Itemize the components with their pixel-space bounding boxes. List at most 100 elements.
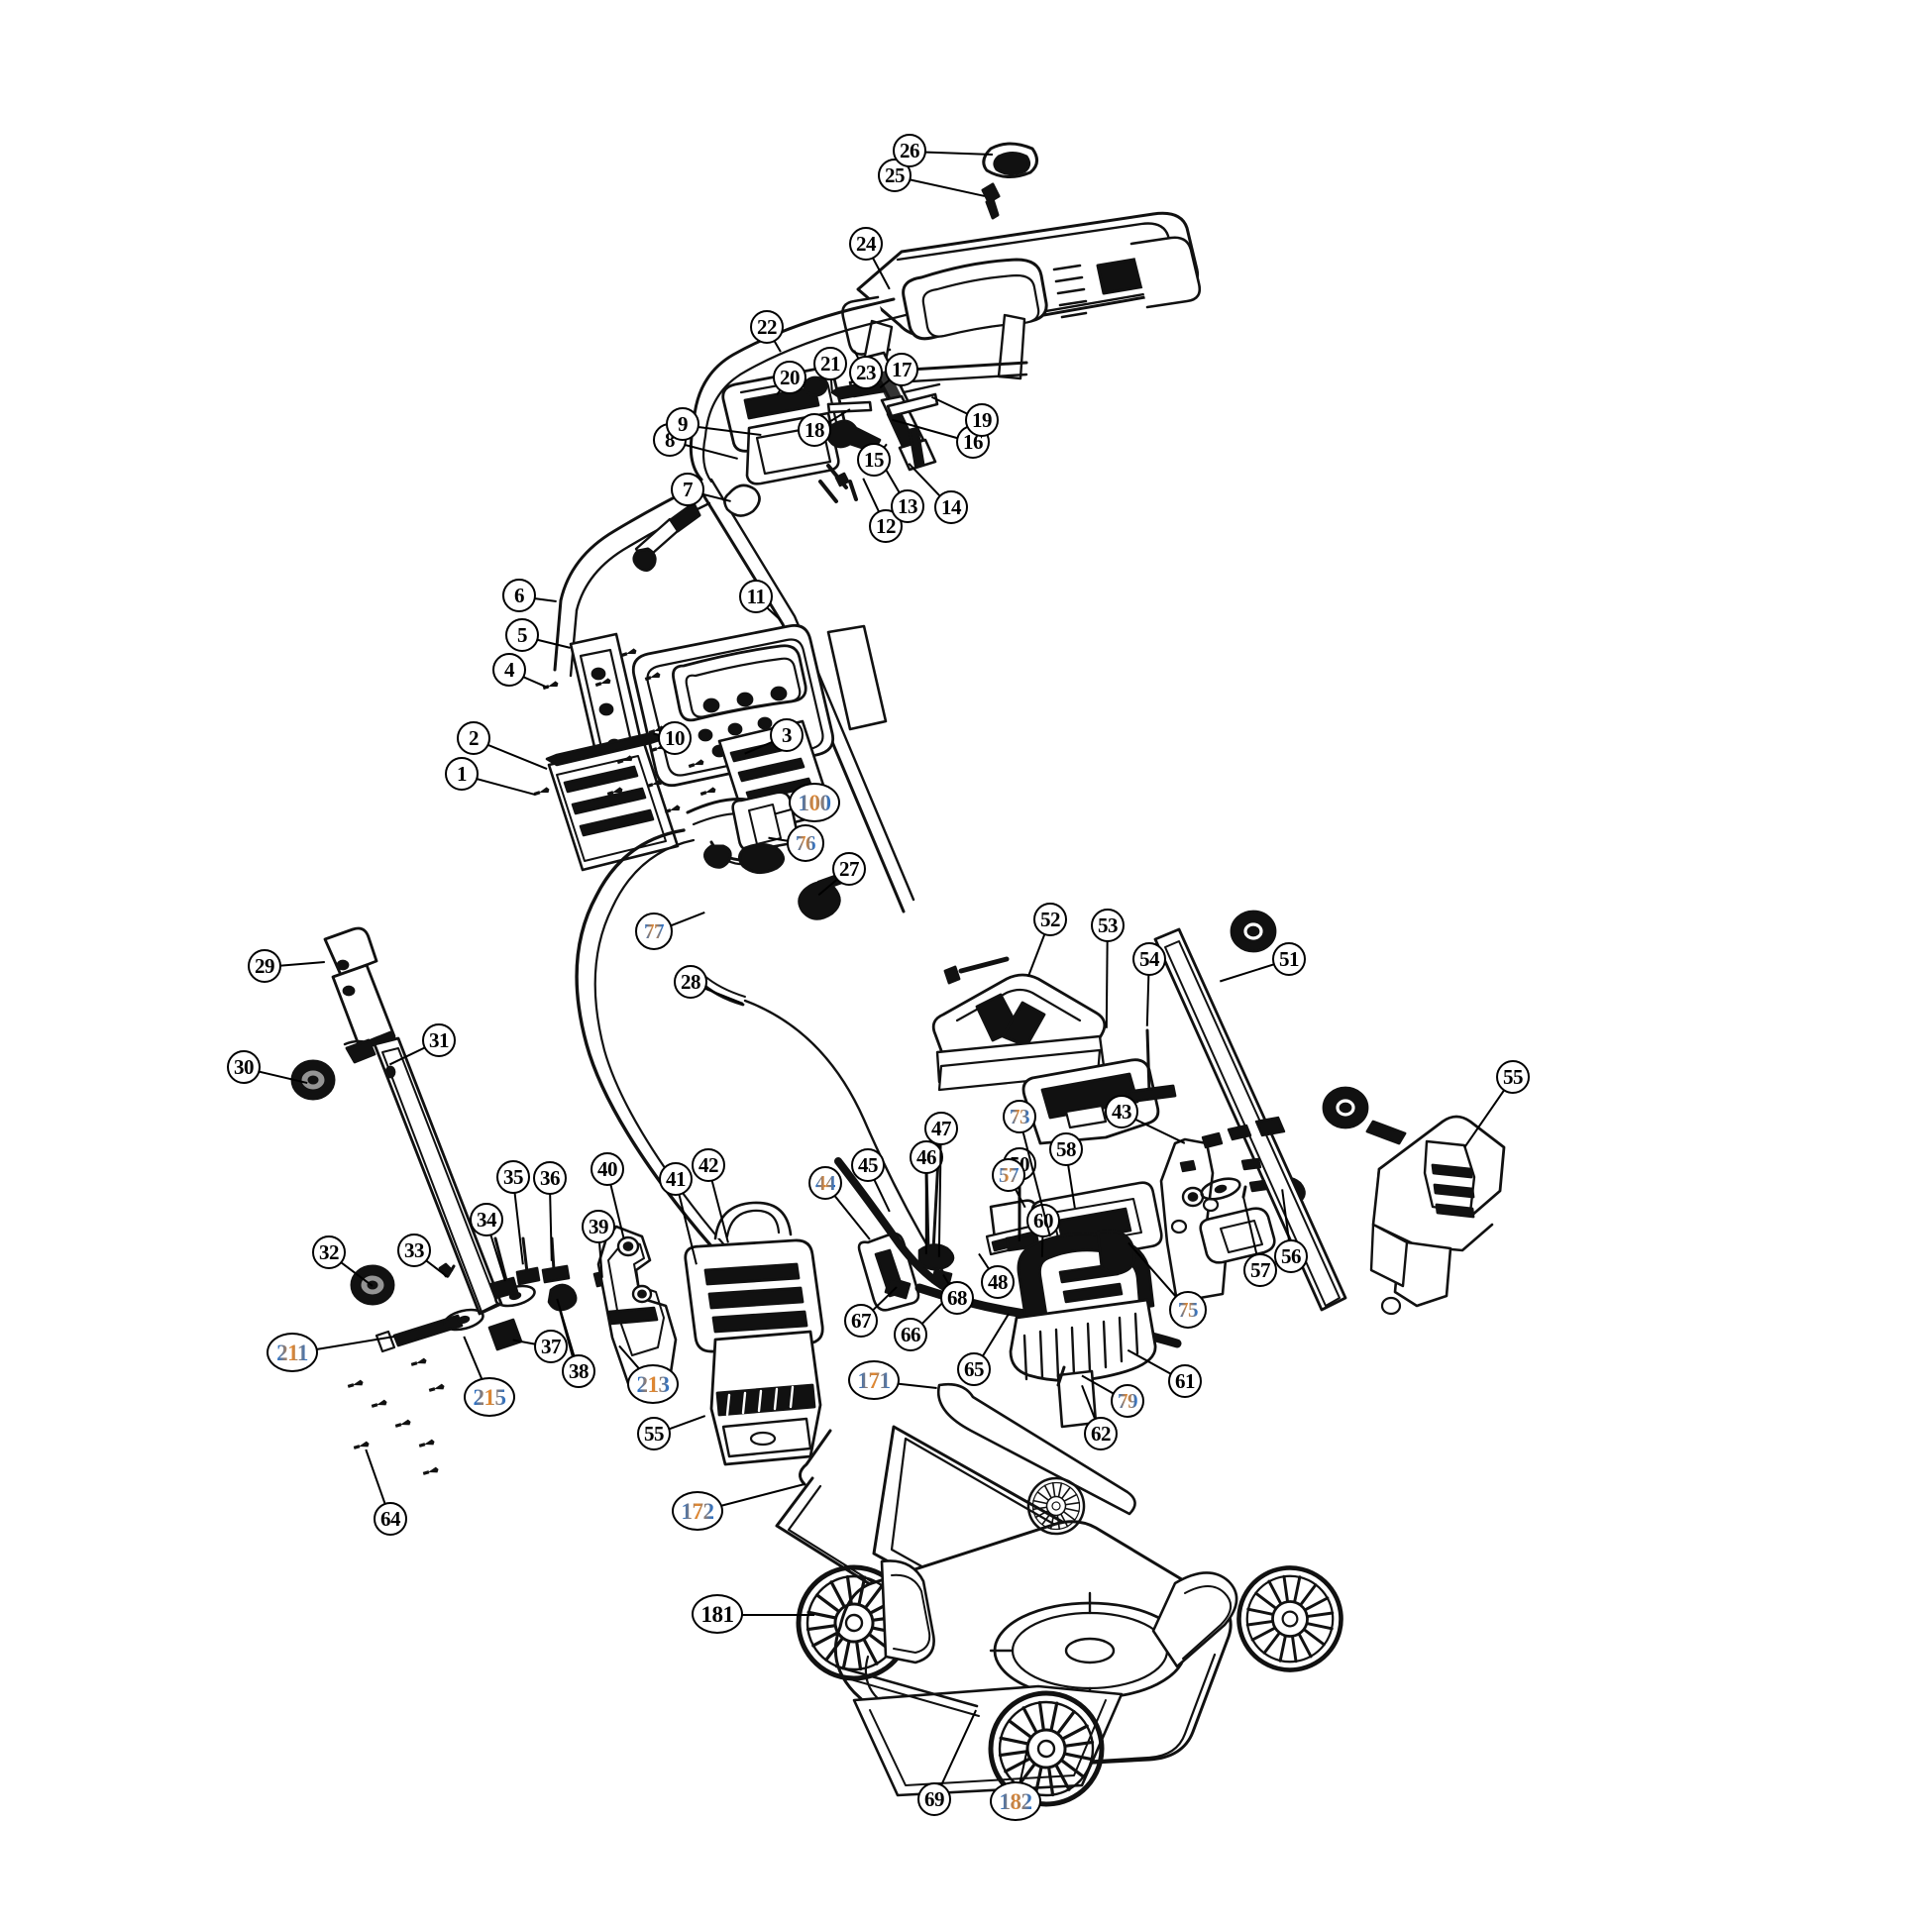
callout-79[interactable]: 79 bbox=[1111, 1384, 1144, 1418]
callout-label: 3 bbox=[782, 722, 793, 747]
callout-label: 37 bbox=[541, 1334, 562, 1358]
callout-label: 38 bbox=[569, 1358, 590, 1383]
callout-66[interactable]: 66 bbox=[894, 1318, 927, 1351]
callout-label: 79 bbox=[1118, 1388, 1138, 1413]
callout-40[interactable]: 40 bbox=[590, 1152, 624, 1186]
callout-36[interactable]: 36 bbox=[533, 1161, 567, 1195]
callout-52[interactable]: 52 bbox=[1033, 903, 1067, 936]
callout-label: 4 bbox=[504, 657, 515, 682]
callout-label: 43 bbox=[1112, 1099, 1132, 1124]
callout-215[interactable]: 215 bbox=[464, 1377, 515, 1417]
callout-15[interactable]: 15 bbox=[857, 443, 891, 477]
callout-62[interactable]: 62 bbox=[1084, 1417, 1118, 1450]
callout-77[interactable]: 77 bbox=[635, 912, 673, 950]
callout-48[interactable]: 48 bbox=[981, 1265, 1015, 1299]
callout-28[interactable]: 28 bbox=[674, 965, 707, 999]
callout-label: 77 bbox=[644, 918, 665, 943]
callout-55[interactable]: 55 bbox=[1496, 1060, 1530, 1094]
callout-56[interactable]: 56 bbox=[1274, 1239, 1308, 1273]
callout-73[interactable]: 73 bbox=[1003, 1100, 1036, 1133]
callout-61[interactable]: 61 bbox=[1168, 1364, 1202, 1398]
callout-label: 55 bbox=[1503, 1064, 1524, 1089]
callout-5[interactable]: 5 bbox=[505, 618, 539, 652]
callout-213[interactable]: 213 bbox=[627, 1364, 679, 1404]
callout-label: 57 bbox=[1250, 1257, 1271, 1282]
callout-label: 47 bbox=[931, 1116, 952, 1140]
callout-21[interactable]: 21 bbox=[813, 347, 847, 380]
callout-4[interactable]: 4 bbox=[492, 653, 526, 687]
callout-100[interactable]: 100 bbox=[789, 783, 840, 822]
callout-42[interactable]: 42 bbox=[692, 1148, 725, 1182]
callout-65[interactable]: 65 bbox=[957, 1352, 991, 1386]
callout-3[interactable]: 3 bbox=[770, 718, 804, 752]
callout-label: 46 bbox=[916, 1144, 937, 1169]
callout-13[interactable]: 13 bbox=[891, 489, 924, 523]
callout-label: 181 bbox=[700, 1601, 735, 1627]
callout-182[interactable]: 182 bbox=[990, 1781, 1041, 1821]
callout-18[interactable]: 18 bbox=[798, 413, 831, 447]
callout-45[interactable]: 45 bbox=[851, 1148, 885, 1182]
callout-32[interactable]: 32 bbox=[312, 1235, 346, 1269]
callout-label: 24 bbox=[856, 231, 877, 256]
callout-69[interactable]: 69 bbox=[917, 1782, 951, 1816]
callout-67[interactable]: 67 bbox=[844, 1304, 878, 1338]
callout-2[interactable]: 2 bbox=[457, 721, 490, 755]
callout-11[interactable]: 11 bbox=[739, 580, 773, 613]
callout-35[interactable]: 35 bbox=[496, 1160, 530, 1194]
callout-label: 25 bbox=[885, 162, 906, 187]
callout-41[interactable]: 41 bbox=[659, 1162, 693, 1196]
callout-172[interactable]: 172 bbox=[672, 1491, 723, 1531]
callout-51[interactable]: 51 bbox=[1272, 942, 1306, 976]
callout-33[interactable]: 33 bbox=[397, 1234, 431, 1267]
callout-6[interactable]: 6 bbox=[502, 579, 536, 612]
callout-44[interactable]: 44 bbox=[808, 1166, 842, 1200]
callout-181[interactable]: 181 bbox=[692, 1594, 743, 1634]
callout-23[interactable]: 23 bbox=[849, 356, 883, 389]
callout-19[interactable]: 19 bbox=[965, 403, 999, 437]
callout-26[interactable]: 26 bbox=[893, 134, 926, 167]
callout-43[interactable]: 43 bbox=[1105, 1095, 1138, 1128]
callout-17[interactable]: 17 bbox=[885, 353, 918, 386]
callout-53[interactable]: 53 bbox=[1091, 909, 1125, 942]
callout-1[interactable]: 1 bbox=[445, 757, 479, 791]
callout-47[interactable]: 47 bbox=[924, 1112, 958, 1145]
callout-label: 62 bbox=[1091, 1421, 1112, 1446]
callout-37[interactable]: 37 bbox=[534, 1330, 568, 1363]
callout-label: 41 bbox=[666, 1166, 687, 1191]
callout-38[interactable]: 38 bbox=[562, 1354, 595, 1388]
callout-57[interactable]: 57 bbox=[1243, 1253, 1277, 1287]
callout-58[interactable]: 58 bbox=[1049, 1132, 1083, 1166]
callout-label: 9 bbox=[678, 411, 689, 436]
callout-75[interactable]: 75 bbox=[1169, 1291, 1207, 1329]
callout-label: 56 bbox=[1281, 1243, 1302, 1268]
callout-31[interactable]: 31 bbox=[422, 1023, 456, 1057]
callout-54[interactable]: 54 bbox=[1132, 942, 1166, 976]
callout-label: 48 bbox=[988, 1269, 1009, 1294]
callout-76[interactable]: 76 bbox=[787, 824, 824, 862]
callout-label: 65 bbox=[964, 1356, 985, 1381]
callout-171[interactable]: 171 bbox=[848, 1360, 900, 1400]
callout-label: 61 bbox=[1175, 1368, 1196, 1393]
callout-24[interactable]: 24 bbox=[849, 227, 883, 261]
callout-27[interactable]: 27 bbox=[832, 852, 866, 886]
callout-34[interactable]: 34 bbox=[470, 1203, 503, 1236]
callout-label: 8 bbox=[665, 427, 676, 452]
callout-68[interactable]: 68 bbox=[940, 1281, 974, 1315]
callout-7[interactable]: 7 bbox=[671, 473, 704, 506]
callout-39[interactable]: 39 bbox=[582, 1210, 615, 1243]
callout-label: 42 bbox=[698, 1152, 719, 1177]
callout-64[interactable]: 64 bbox=[374, 1502, 407, 1536]
callout-9[interactable]: 9 bbox=[666, 407, 699, 441]
callout-211[interactable]: 211 bbox=[267, 1333, 318, 1372]
callout-label: 19 bbox=[972, 407, 993, 432]
callout-20[interactable]: 20 bbox=[773, 361, 806, 394]
callout-46[interactable]: 46 bbox=[910, 1140, 943, 1174]
callout-14[interactable]: 14 bbox=[934, 490, 968, 524]
callout-55[interactable]: 55 bbox=[637, 1417, 671, 1450]
callout-57[interactable]: 57 bbox=[992, 1158, 1025, 1192]
callout-30[interactable]: 30 bbox=[227, 1050, 261, 1084]
callout-10[interactable]: 10 bbox=[658, 721, 692, 755]
callout-label: 10 bbox=[665, 725, 686, 750]
callout-22[interactable]: 22 bbox=[750, 310, 784, 344]
callout-29[interactable]: 29 bbox=[248, 949, 281, 983]
